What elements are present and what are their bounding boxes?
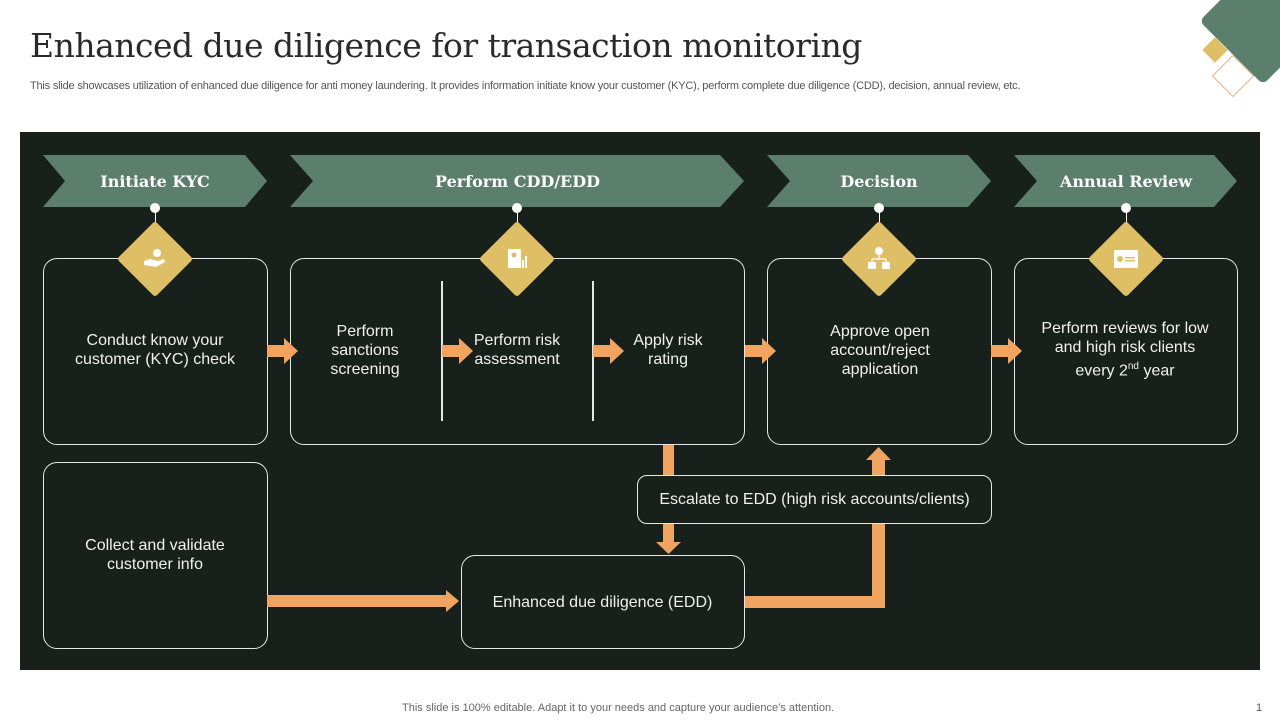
connector-dot	[874, 203, 884, 213]
arrow-risk-to-rating	[593, 338, 624, 364]
hand-coin-icon	[139, 243, 171, 275]
connector-dot	[150, 203, 160, 213]
stage-label-decision: Decision	[840, 171, 918, 191]
step-box-edd	[461, 555, 745, 649]
chevron-initiate-kyc	[43, 155, 267, 207]
arrow-collect-to-edd	[267, 590, 459, 612]
step-text-collect: Collect and validate customer info	[85, 537, 225, 573]
diagram-panel	[20, 132, 1260, 670]
calendar-icon	[1110, 243, 1142, 275]
step-text-decision: Approve open account/reject application	[830, 322, 930, 378]
connector-stem	[1125, 210, 1127, 224]
stage-label-annual-review: Annual Review	[1059, 171, 1193, 191]
connector-dot	[512, 203, 522, 213]
step-text-risk-rating: Apply risk rating	[633, 332, 703, 368]
stage-label-initiate-kyc: Initiate KYC	[100, 171, 210, 191]
divider	[441, 281, 443, 421]
chevron-annual-review	[1014, 155, 1237, 207]
slide-title: Enhanced due diligence for transaction m…	[30, 26, 862, 65]
arrow-sanctions-to-risk	[442, 338, 473, 364]
arrow-rating-to-decision	[745, 338, 776, 364]
connector-stem	[878, 210, 880, 224]
step-box-collect	[43, 462, 268, 649]
step-text-escalate: Escalate to EDD (high risk accounts/clie…	[659, 491, 970, 508]
arrow-decision-to-review	[991, 338, 1022, 364]
chevron-perform-cdd-edd	[290, 155, 744, 207]
step-text-risk-assessment: Perform risk assessment	[473, 332, 561, 368]
step-text-annual-review: Perform reviews for low and high risk cl…	[1041, 320, 1209, 380]
connector-stem	[516, 210, 518, 224]
arrow-edd-to-decision	[745, 447, 891, 608]
decision-tree-icon	[863, 243, 895, 275]
stage-label-perform-cdd-edd: Perform CDD/EDD	[435, 171, 600, 191]
slide-subtitle: This slide showcases utilization of enha…	[30, 80, 1021, 92]
report-chart-icon	[501, 243, 533, 275]
step-text-kyc-check: Conduct know your customer (KYC) check	[74, 332, 236, 368]
step-text-edd: Enhanced due diligence (EDD)	[492, 593, 713, 611]
divider	[592, 281, 594, 421]
slide-footer: This slide is 100% editable. Adapt it to…	[402, 702, 835, 714]
step-box-escalate	[637, 475, 992, 524]
arrow-kyc-to-sanctions	[267, 338, 298, 364]
step-text-sanctions: Perform sanctions screening	[330, 322, 400, 378]
arrow-cdd-to-escalate	[663, 445, 674, 476]
arrow-escalate-to-edd	[656, 524, 681, 554]
connector-stem	[154, 210, 156, 224]
connector-dot	[1121, 203, 1131, 213]
chevron-decision	[767, 155, 991, 207]
page-number: 1	[1256, 702, 1263, 714]
